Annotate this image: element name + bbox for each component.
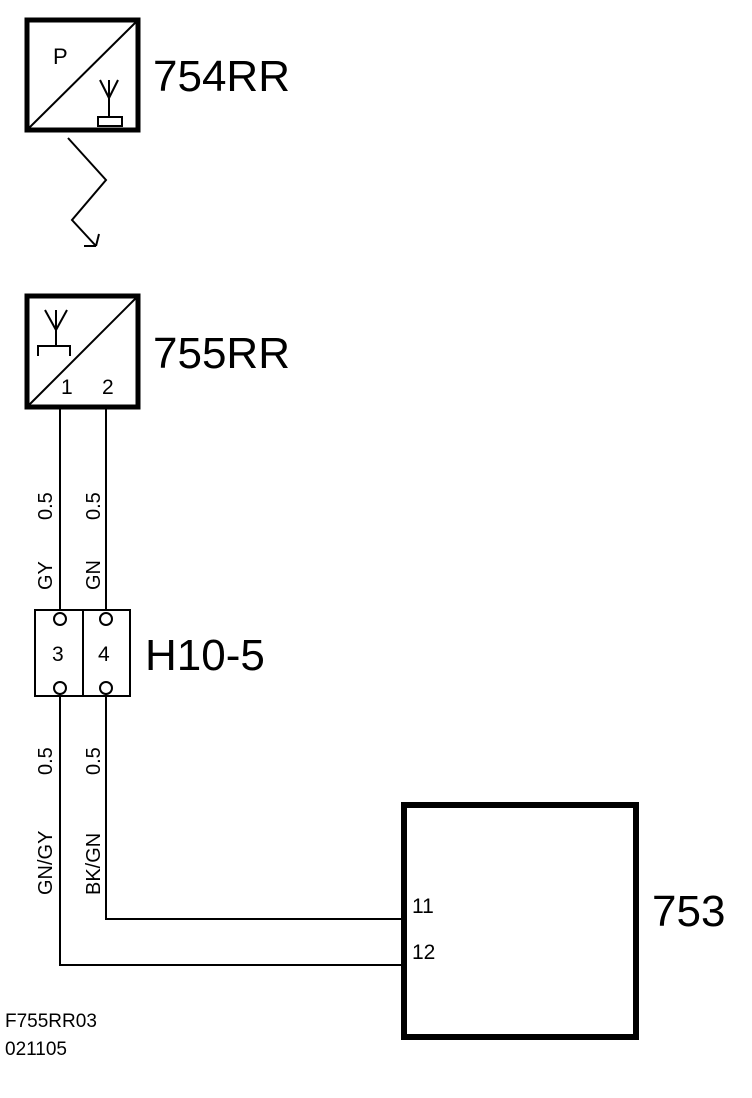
receiver-pin-1: 1	[61, 376, 73, 399]
receiver-diagonal	[28, 297, 137, 406]
connector-h10-5: 3 4 H10-5	[34, 609, 265, 697]
antenna-icon	[97, 79, 123, 127]
connector-pin-3: 3	[52, 643, 64, 666]
connector-label: H10-5	[145, 631, 265, 680]
lower-wires	[59, 694, 404, 966]
wire-bk-gn-size: 0.5	[83, 747, 105, 775]
module-753: 11 12 753	[401, 802, 725, 1040]
receiver-label: 755RR	[153, 329, 290, 378]
diagram-code: F755RR03	[5, 1011, 97, 1032]
module-pin-12: 12	[412, 941, 435, 964]
module-label: 753	[652, 887, 725, 936]
module-pin-11: 11	[412, 895, 434, 918]
pin-terminal-3-bottom	[53, 681, 67, 695]
transmitter-letter: P	[53, 44, 68, 69]
wire-gn-size: 0.5	[83, 492, 105, 520]
receiver-pin-2: 2	[102, 376, 114, 399]
antenna-icon	[37, 309, 71, 356]
radio-signal-arrow-icon	[67, 137, 108, 247]
wire-gn-gy	[59, 694, 404, 966]
pin-terminal-3-top	[53, 612, 67, 626]
transmitter-box	[24, 17, 141, 133]
wire-gy-size: 0.5	[35, 492, 57, 520]
receiver-755rr: 755RR 1 2	[24, 293, 290, 410]
wire-bk-gn-color: BK/GN	[83, 833, 105, 895]
wire-gn-gy-size: 0.5	[35, 747, 57, 775]
transmitter-754rr: P 754RR	[24, 17, 290, 133]
wire-gn-gy-color: GN/GY	[35, 831, 57, 895]
connector-pin-4: 4	[98, 643, 110, 666]
pin-terminal-4-top	[99, 612, 113, 626]
pin-terminal-4-bottom	[99, 681, 113, 695]
wire-gy-color: GY	[35, 561, 57, 590]
wire-bk-gn	[105, 694, 404, 920]
wire-gn-color: GN	[83, 560, 105, 590]
upper-wires	[59, 407, 107, 610]
diagram-date: 021105	[5, 1039, 67, 1060]
transmitter-diagonal	[28, 21, 137, 129]
transmitter-label: 754RR	[153, 52, 290, 101]
receiver-box	[24, 293, 141, 410]
module-box	[401, 802, 639, 1040]
